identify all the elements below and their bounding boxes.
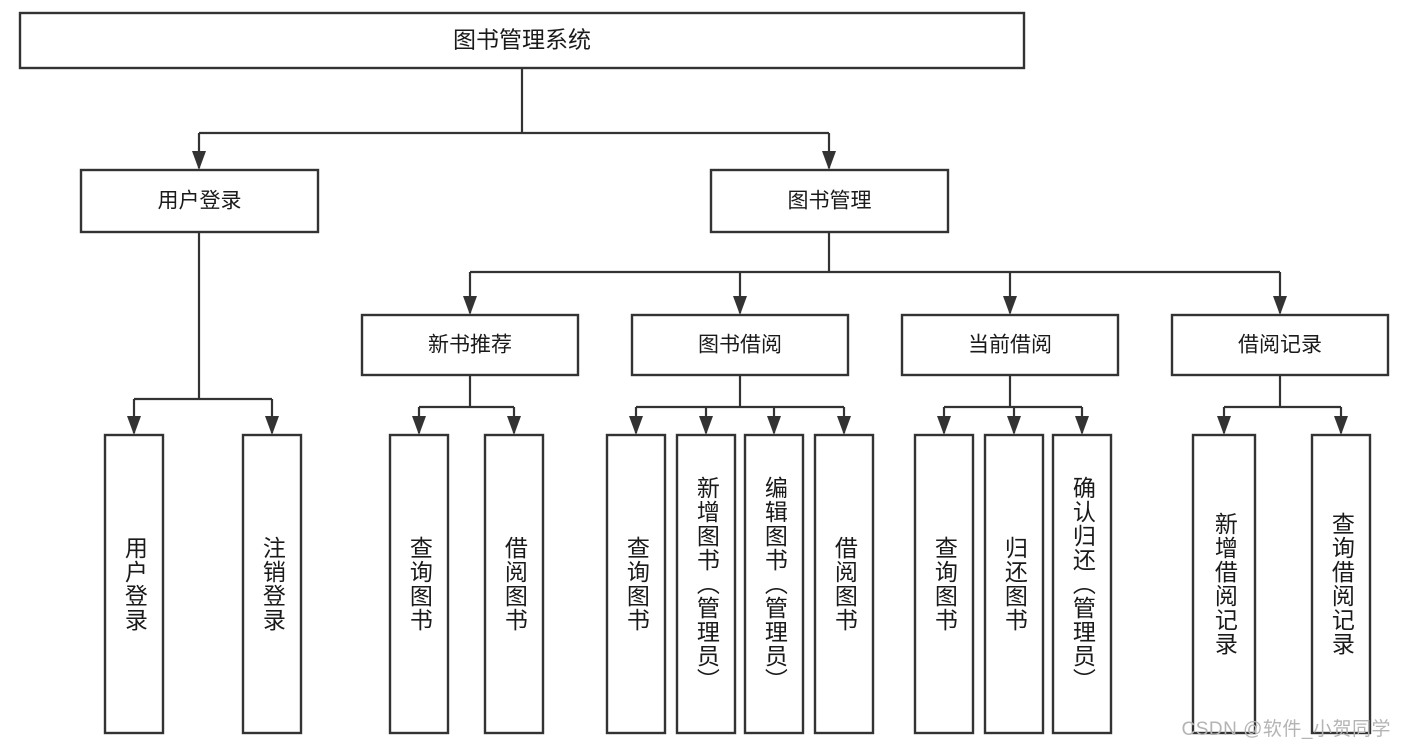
node-leaf-borrow-book-bor[interactable] [813, 433, 875, 735]
node-leaf-add-book[interactable] [675, 433, 737, 735]
node-borrow-record[interactable] [1170, 313, 1390, 377]
connector-root-to-lvl2 [192, 68, 836, 170]
connector-newbook-to-leaves [412, 375, 521, 435]
node-leaf-query-book-rec[interactable] [388, 433, 450, 735]
connector-record-to-leaves [1217, 375, 1348, 435]
node-leaf-user-login[interactable] [103, 433, 165, 735]
node-new-book-rec[interactable] [360, 313, 580, 377]
connector-userlogin-to-leaves [127, 232, 279, 435]
node-leaf-query-record[interactable] [1310, 433, 1372, 735]
node-label-root: 图书管理系统 [453, 27, 591, 53]
node-label-user-login: 用户登录 [158, 190, 242, 213]
node-leaf-borrow-book-rec[interactable] [483, 433, 545, 735]
node-label-current-borrow: 当前借阅 [968, 334, 1052, 357]
node-root[interactable] [18, 11, 1026, 70]
node-leaf-return-book[interactable] [983, 433, 1045, 735]
node-leaf-query-book-cur[interactable] [913, 433, 975, 735]
node-current-borrow[interactable] [900, 313, 1120, 377]
node-leaf-logout[interactable] [241, 433, 303, 735]
node-book-borrow[interactable] [630, 313, 850, 377]
node-leaf-edit-book[interactable] [743, 433, 805, 735]
node-label-new-book-rec: 新书推荐 [428, 334, 512, 357]
connector-bookmanage-to-lvl3 [463, 232, 1287, 315]
connector-bookborrow-to-leaves [629, 375, 851, 435]
node-label-borrow-record: 借阅记录 [1238, 334, 1322, 357]
boxes-layer [18, 11, 1390, 735]
node-book-manage[interactable] [709, 168, 950, 234]
node-leaf-confirm-return[interactable] [1051, 433, 1113, 735]
node-leaf-add-record[interactable] [1191, 433, 1257, 735]
node-user-login[interactable] [79, 168, 320, 234]
node-leaf-query-book-bor[interactable] [605, 433, 667, 735]
connectors-layer [127, 68, 1348, 435]
connector-currborrow-to-leaves [937, 375, 1089, 435]
node-label-book-manage: 图书管理 [788, 190, 872, 213]
node-label-book-borrow: 图书借阅 [698, 334, 782, 357]
